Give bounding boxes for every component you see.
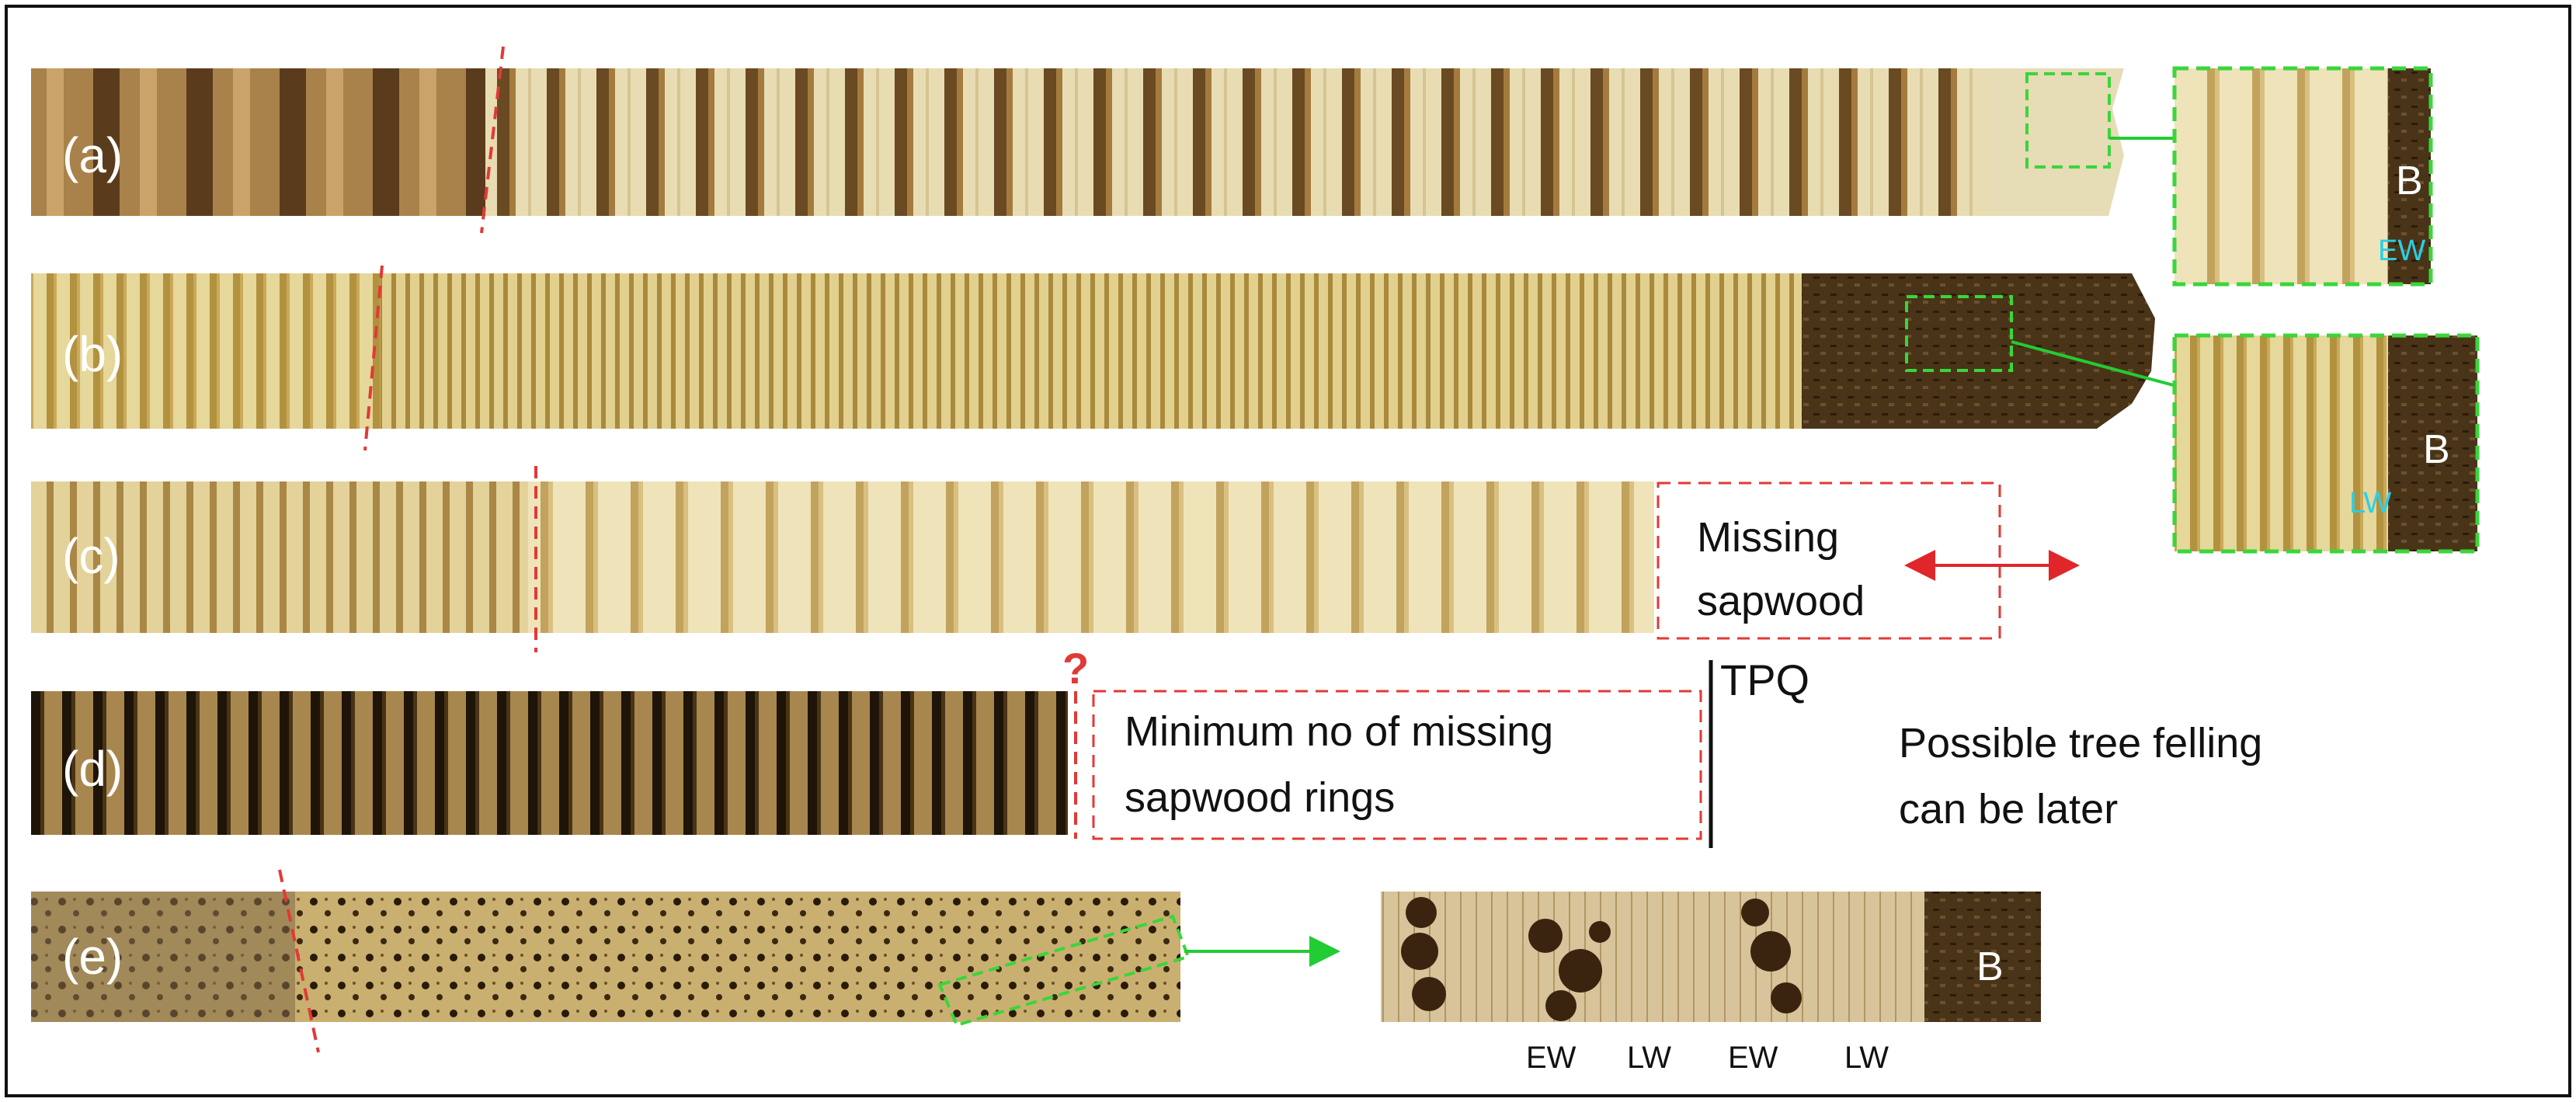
missing-sapwood-box xyxy=(1656,481,2001,640)
core-d xyxy=(31,660,1713,848)
inset-e-band-4: LW xyxy=(1844,1041,1889,1075)
min-missing-line-2: sapwood rings xyxy=(1125,774,1395,821)
tpq-label: TPQ xyxy=(1720,655,1809,704)
inset-e-band-2: LW xyxy=(1627,1041,1671,1075)
inset-a xyxy=(2172,66,2433,287)
figure-frame xyxy=(5,5,2571,1097)
panel-label-a: (a) xyxy=(62,127,123,183)
inset-e-vessels xyxy=(1401,897,1802,1021)
inset-e-band-1: EW xyxy=(1526,1041,1577,1075)
inset-b xyxy=(2172,333,2480,554)
inset-a-wood-label: EW xyxy=(2378,235,2425,267)
inset-e-band-3: EW xyxy=(1728,1041,1778,1075)
min-missing-line-1: Minimum no of missing xyxy=(1125,708,1553,755)
possible-felling-line-2: can be later xyxy=(1899,786,2118,833)
min-missing-label: Minimum no of missing sapwood rings xyxy=(1125,708,1565,821)
inset-b-bark-label: B xyxy=(2423,427,2450,472)
zoom-box-e xyxy=(937,914,1191,1027)
missing-sapwood-label: Missing sapwood xyxy=(1697,514,1865,624)
sapwood-boundary-a xyxy=(480,46,505,234)
panel-label-c: (c) xyxy=(62,528,120,584)
zoom-box-b xyxy=(1905,295,2013,372)
sapwood-boundary-b xyxy=(363,265,384,451)
core-b xyxy=(31,265,2226,451)
inset-e-bark-label: B xyxy=(1976,944,2004,989)
inset-a-bark-label: B xyxy=(2396,158,2423,203)
sapwood-boundary-e xyxy=(278,869,320,1053)
missing-sapwood-line-1: Missing xyxy=(1697,514,1839,561)
question-mark: ? xyxy=(1062,644,1089,693)
possible-felling-label: Possible tree felling can be later xyxy=(1899,720,2274,833)
inset-e xyxy=(1381,892,2041,1022)
zoom-box-a xyxy=(2025,72,2111,169)
panel-label-b: (b) xyxy=(62,326,123,382)
core-c xyxy=(31,466,2080,652)
possible-felling-line-1: Possible tree felling xyxy=(1899,720,2262,767)
inset-b-wood-label: LW xyxy=(2349,487,2391,520)
min-missing-box xyxy=(1092,690,1702,840)
panel-label-d: (d) xyxy=(62,741,123,797)
core-a xyxy=(31,46,2210,234)
panel-label-e: (e) xyxy=(62,929,123,985)
core-e xyxy=(31,869,1340,1053)
missing-sapwood-line-2: sapwood xyxy=(1697,578,1865,624)
